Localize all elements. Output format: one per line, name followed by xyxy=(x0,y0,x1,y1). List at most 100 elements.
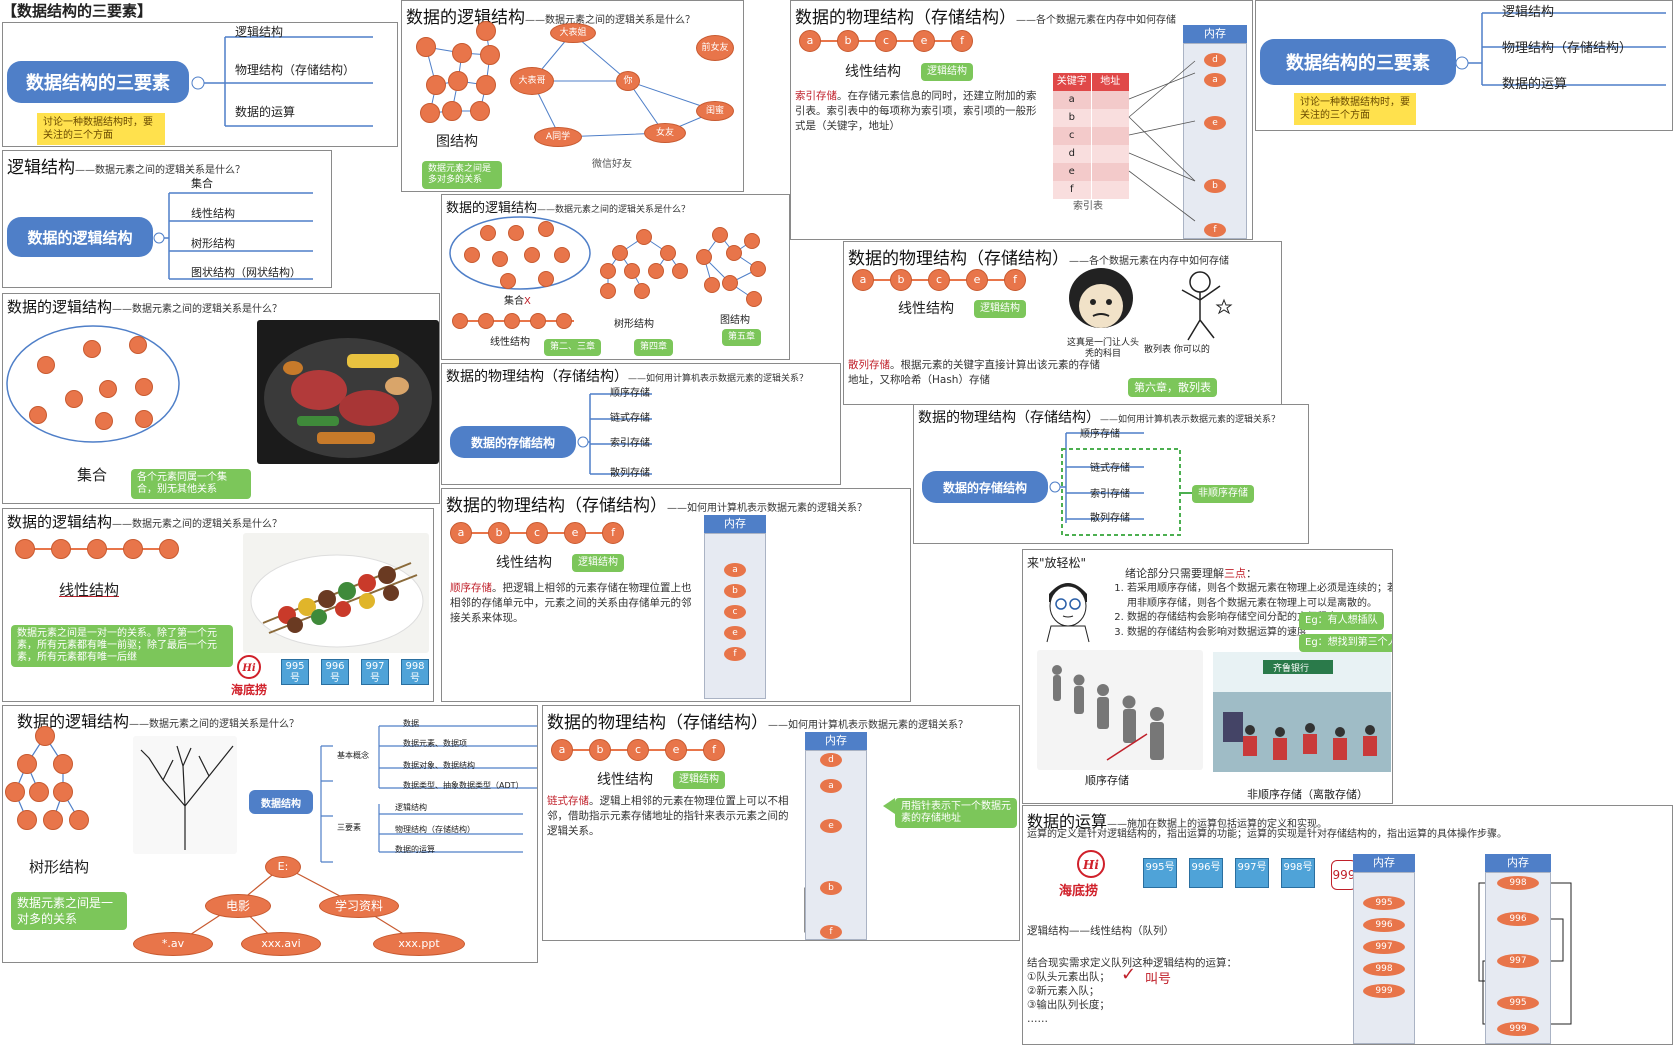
fs-root-node: E: xyxy=(265,856,301,878)
linear-note: 数据元素之间是一对一的关系。除了第一个元素，所有元素都有唯一前驱；除了最后一个元… xyxy=(11,625,233,667)
index-description: 索引存储。在存储元素信息的同时，还建立附加的索引表。索引表中的每项称为索引项，索… xyxy=(795,90,1037,133)
linear-node xyxy=(123,539,143,559)
list-node-c: c xyxy=(526,522,548,544)
tree-structure-panel: 数据的逻辑结构——数据元素之间的逻辑关系是什么？ 树形结构 数据元素之间是一对多… xyxy=(2,705,538,963)
check-mark-icon: ✓ xyxy=(1121,964,1137,985)
tree-node xyxy=(17,810,37,830)
graph-node xyxy=(480,45,500,65)
set-node xyxy=(37,356,55,374)
queue-mem-996: 996 xyxy=(1363,918,1405,932)
hash-storage-panel: 数据的物理结构（存储结构）——各个数据元素在内存中如何存储 a b c e f … xyxy=(843,241,1282,405)
memory-cell-e: e xyxy=(724,626,746,640)
hash-chapter-tag: 第六章，散列表 xyxy=(1128,378,1217,398)
concept-data: 数据 xyxy=(403,719,419,728)
memory-cell-d: d xyxy=(820,753,842,767)
memory-cell-f: f xyxy=(1204,223,1226,237)
graph-node xyxy=(704,277,720,293)
queue-mem2-999: 999 xyxy=(1497,1022,1539,1036)
tree-node xyxy=(53,754,73,774)
tree-node xyxy=(43,810,63,830)
list-node-f: f xyxy=(703,739,725,761)
list-node-c: c xyxy=(875,30,897,52)
student-doodle-icon xyxy=(1037,572,1099,644)
set-node xyxy=(500,273,516,289)
memory-cell-a: a xyxy=(1204,73,1226,87)
bank-sign: 齐鲁银行 xyxy=(1273,664,1310,674)
wechat-caption: 微信好友 xyxy=(592,159,632,170)
summary-points: 若采用顺序存储，则各个数据元素在物理上必须是连续的；若采用非顺序存储，则各个数据… xyxy=(1109,582,1392,640)
svg-text:Hi: Hi xyxy=(1082,858,1099,872)
graph-node xyxy=(442,101,462,121)
logic-structure-list-panel: 逻辑结构——数据元素之间的逻辑关系是什么？ 数据的逻辑结构 集合 线性结构 树形… xyxy=(2,150,332,288)
list-node-b: b xyxy=(890,269,912,291)
panel-title: 数据的逻辑结构 xyxy=(406,8,525,28)
tree-node xyxy=(69,810,89,830)
fs-file-av: *.av xyxy=(133,932,213,956)
panel-title: 数据的物理结构（存储结构） xyxy=(446,369,628,385)
panel-subtitle: ——如何用计算机表示数据元素的逻辑关系？ xyxy=(1100,415,1281,425)
memory-cell-b: b xyxy=(724,584,746,598)
three-elements-center: 数据结构的三要素 xyxy=(7,61,189,103)
set-node xyxy=(135,410,153,428)
tree-node xyxy=(624,263,640,279)
branch-operations: 数据的运算 xyxy=(235,105,296,119)
list-node-c: c xyxy=(928,269,950,291)
ops-definition: 运算的定义是针对逻辑结构的，指出运算的功能；运算的实现是针对存储结构的，指出运算… xyxy=(1027,829,1507,840)
graph-node xyxy=(420,103,440,123)
sequential-storage-panel: 数据的物理结构（存储结构）——如何用计算机表示数据元素的逻辑关系？ a b c … xyxy=(441,488,911,702)
non-sequential-tag: 非顺序存储 xyxy=(1192,485,1254,503)
bbq-photo xyxy=(257,320,439,464)
panel-title: 数据的运算 xyxy=(1027,812,1108,831)
social-node-classmate: A同学 xyxy=(534,127,582,147)
brand-logo-icon: Hi xyxy=(1073,850,1109,878)
index-caption: 索引表 xyxy=(1073,201,1103,212)
index-key: f xyxy=(1053,181,1091,199)
graph-node xyxy=(746,291,762,307)
logic-center: 数据的逻辑结构 xyxy=(7,217,153,257)
tree-node xyxy=(634,283,650,299)
panel-title: 数据的逻辑结构 xyxy=(446,201,538,216)
linear-node xyxy=(51,539,71,559)
linear-label: 线性结构 xyxy=(490,337,530,348)
bare-tree-photo xyxy=(133,736,237,854)
set-node xyxy=(65,390,83,408)
three-elements-center: 数据结构的三要素 xyxy=(1260,39,1456,85)
panel-subtitle: ——施加在数据上的运算包括运算的定义和实现。 xyxy=(1107,819,1328,830)
index-key: d xyxy=(1053,145,1091,163)
graph-node xyxy=(712,227,728,243)
panel-title: 数据的物理结构（存储结构） xyxy=(918,410,1100,426)
memory-cell-e: e xyxy=(820,819,842,833)
index-key: b xyxy=(1053,109,1091,127)
panel-title: 数据的物理结构（存储结构） xyxy=(795,8,1016,28)
set-node xyxy=(492,251,508,267)
index-table: 关键字 地址 xyxy=(1053,73,1129,91)
tree-note: 数据元素之间是一对多的关系 xyxy=(11,892,127,931)
fs-file-avi: xxx.avi xyxy=(241,932,321,956)
set-note: 各个元素同属一个集合，别无其他关系 xyxy=(131,469,251,499)
hash-description: 散列存储。根据元素的关键字直接计算出该元素的存储地址，又称哈希（Hash）存储 xyxy=(848,359,1100,387)
panel-subtitle: ——数据元素之间的逻辑关系是什么？ xyxy=(129,719,300,730)
tree-caption: 树形结构 xyxy=(29,858,90,876)
branch-hash: 散列存储 xyxy=(610,468,650,479)
ticket-995: 995号 xyxy=(1143,858,1177,888)
panel-subtitle: ——如何用计算机表示数据元素的逻辑关系？ xyxy=(667,503,867,514)
memory-header: 内存 xyxy=(805,732,867,750)
element-operations: 数据的运算 xyxy=(395,845,435,854)
chapter-tag-tree: 第四章 xyxy=(634,339,674,356)
index-row: e xyxy=(1053,163,1129,181)
set-label: 集合X xyxy=(504,296,531,307)
list-node-a: a xyxy=(799,30,821,52)
linear-node xyxy=(87,539,107,559)
social-node-ex: 前女友 xyxy=(696,35,734,61)
summary-panel: 来"放轻松" 绪论部分只需要理解三点： 若采用顺序存储，则各个数据元素在物理上必… xyxy=(1022,549,1393,804)
logic-tag: 逻辑结构 xyxy=(572,554,624,572)
branch-index: 索引存储 xyxy=(610,438,650,449)
sequential-description: 顺序存储。把逻辑上相邻的元素存储在物理位置上也相邻的存储单元中，元素之间的关系由… xyxy=(450,582,692,625)
panel-subtitle: ——各个数据元素在内存中如何存储 xyxy=(1069,256,1229,267)
panel-subtitle: ——数据元素之间的逻辑关系是什么？ xyxy=(75,165,245,176)
memory-cell-a: a xyxy=(820,779,842,793)
index-address xyxy=(1090,109,1129,127)
branch-basic-concepts: 基本概念 xyxy=(337,751,369,760)
chapter-tag-linear: 第二、三章 xyxy=(544,339,602,356)
